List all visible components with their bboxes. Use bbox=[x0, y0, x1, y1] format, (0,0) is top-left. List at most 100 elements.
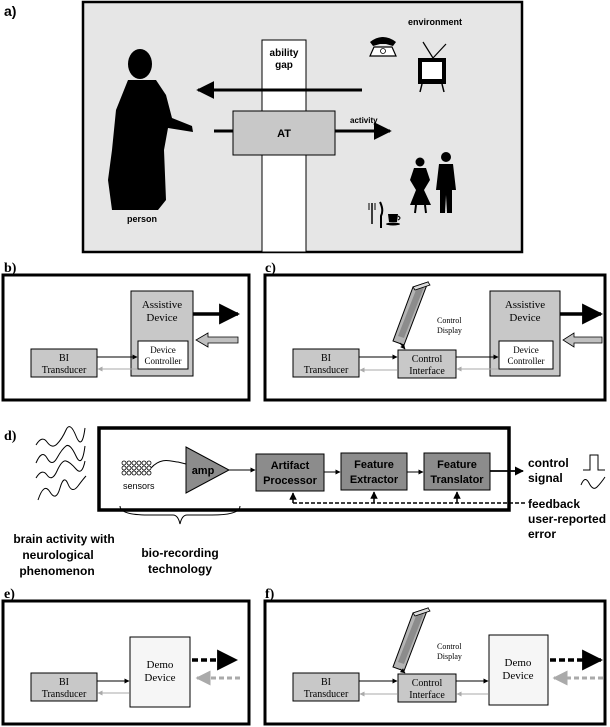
panel-f: f) Control Display BI Transducer Control… bbox=[263, 587, 607, 726]
panel-b-bi-label-1: BI bbox=[59, 353, 69, 364]
panel-f-bi-label-2: Transducer bbox=[304, 689, 349, 700]
panel-e-bi-transducer bbox=[30, 672, 98, 702]
panel-f-bi-label-1: BI bbox=[321, 677, 331, 688]
panel-c-assistive-label-1: Assistive bbox=[505, 299, 545, 311]
panel-c-device-controller bbox=[498, 340, 554, 370]
person-label: person bbox=[127, 214, 157, 224]
panel-b-controller-label-2: Controller bbox=[145, 356, 182, 366]
panel-c-control-display bbox=[392, 281, 431, 346]
brain-activity-label-2: neurological bbox=[22, 548, 93, 562]
panel-e-demo-device bbox=[129, 636, 191, 708]
phone-icon bbox=[369, 37, 397, 57]
panel-f-interface-label-2: Interface bbox=[409, 690, 445, 701]
panel-c-controller-label-2: Controller bbox=[508, 356, 545, 366]
sensors-label: sensors bbox=[123, 481, 155, 491]
panel-c: c) Control Display BI Transducer Control… bbox=[263, 261, 607, 402]
environment-label: environment bbox=[408, 17, 462, 27]
control-signal-label-1: control bbox=[528, 456, 569, 470]
panel-b-input-arrow bbox=[195, 332, 239, 348]
at-label: AT bbox=[277, 128, 291, 140]
feedback-path bbox=[289, 491, 525, 504]
artifact-label-2: Processor bbox=[263, 475, 318, 487]
artifact-label-1: Artifact bbox=[271, 460, 310, 472]
panel-d-letter: d) bbox=[4, 429, 17, 444]
panel-f-frame bbox=[263, 599, 607, 726]
panel-b-device-controller bbox=[137, 340, 189, 370]
panel-e-frame bbox=[1, 599, 251, 726]
panel-c-display-label-2: Display bbox=[437, 326, 462, 335]
amplifier bbox=[185, 446, 231, 494]
brain-activity-label-3: phenomenon bbox=[19, 564, 94, 578]
panel-b-controller-label-1: Device bbox=[150, 345, 175, 355]
panel-c-bi-label-2: Transducer bbox=[304, 365, 349, 376]
panel-c-letter: c) bbox=[265, 261, 276, 276]
digital-signal-icon bbox=[583, 454, 605, 471]
analog-signal-icon bbox=[580, 476, 606, 489]
feature-extractor bbox=[340, 452, 408, 491]
brain-activity-label-1: brain activity with bbox=[13, 532, 114, 546]
panel-e: e) Demo Device BI Transducer bbox=[1, 587, 251, 726]
panel-a: a) ability gap activity AT person enviro… bbox=[4, 0, 524, 254]
panel-c-display-label-1: Control bbox=[437, 316, 462, 325]
panel-f-display-label-1: Control bbox=[437, 642, 462, 651]
bio-recording-brace bbox=[119, 505, 241, 525]
feedback-label-3: error bbox=[528, 527, 556, 541]
ability-gap-label-1: ability bbox=[270, 48, 299, 59]
panel-c-input-arrow bbox=[562, 332, 603, 348]
artifact-processor bbox=[255, 453, 325, 492]
panel-d: d) brain activity with neurological phen… bbox=[4, 426, 606, 578]
panel-b-bi-transducer bbox=[30, 348, 98, 378]
sensors-icon bbox=[121, 460, 152, 476]
tv-icon bbox=[418, 41, 447, 93]
feedback-label-1: feedback bbox=[528, 497, 580, 511]
panel-f-demo-label-2: Device bbox=[502, 670, 533, 682]
panel-f-demo-device bbox=[488, 634, 549, 706]
feedback-label-2: user-reported bbox=[528, 512, 606, 526]
feature-extractor-label-1: Feature bbox=[354, 459, 394, 471]
panel-c-bi-label-1: BI bbox=[321, 353, 331, 364]
panel-c-controller-label-1: Device bbox=[513, 345, 538, 355]
people-icon bbox=[410, 152, 456, 214]
panel-c-control-interface bbox=[397, 349, 457, 379]
panel-f-demo-label-1: Demo bbox=[505, 657, 532, 669]
bio-recording-label-1: bio-recording bbox=[141, 546, 218, 560]
panel-c-interface-label-1: Control bbox=[412, 354, 443, 365]
activity-label: activity bbox=[350, 116, 378, 125]
panel-c-assistive-label-2: Device bbox=[509, 312, 540, 324]
ability-gap-label-2: gap bbox=[275, 60, 293, 71]
panel-f-display-label-2: Display bbox=[437, 652, 462, 661]
panel-e-bi-label-2: Transducer bbox=[42, 689, 87, 700]
at-box bbox=[232, 110, 336, 156]
person-silhouette bbox=[108, 49, 193, 210]
panel-f-display-arrow bbox=[399, 668, 406, 674]
control-signal-label-2: signal bbox=[528, 471, 563, 485]
panel-e-bi-label-1: BI bbox=[59, 677, 69, 688]
panel-f-control-interface bbox=[397, 673, 457, 703]
panel-e-letter: e) bbox=[4, 587, 15, 602]
feature-translator-label-2: Translator bbox=[430, 474, 484, 486]
panel-b-frame bbox=[1, 273, 251, 402]
panel-b-assistive-label-1: Assistive bbox=[142, 299, 182, 311]
panel-b-assistive-label-2: Device bbox=[146, 312, 177, 324]
panel-a-letter: a) bbox=[4, 3, 16, 19]
panel-f-bi-transducer bbox=[292, 672, 360, 702]
panel-c-display-arrow bbox=[399, 342, 406, 350]
brain-activity-waves bbox=[35, 426, 87, 501]
panel-f-letter: f) bbox=[265, 587, 275, 602]
panel-f-interface-label-1: Control bbox=[412, 678, 443, 689]
panel-c-interface-label-2: Interface bbox=[409, 366, 445, 377]
panel-b: b) Assistive Device Device Controller BI… bbox=[1, 261, 251, 402]
panel-e-demo-label-2: Device bbox=[144, 672, 175, 684]
dining-icon bbox=[368, 201, 401, 228]
panel-f-control-display bbox=[392, 607, 431, 672]
feature-translator-label-1: Feature bbox=[437, 459, 477, 471]
amp-label: amp bbox=[192, 465, 215, 477]
bio-recording-label-2: technology bbox=[148, 562, 212, 576]
panel-e-demo-label-1: Demo bbox=[147, 659, 174, 671]
panel-b-bi-label-2: Transducer bbox=[42, 365, 87, 376]
panel-b-letter: b) bbox=[4, 261, 17, 276]
sensor-cable bbox=[150, 460, 187, 469]
panel-c-bi-transducer bbox=[292, 348, 360, 378]
feature-extractor-label-2: Extractor bbox=[350, 474, 399, 486]
